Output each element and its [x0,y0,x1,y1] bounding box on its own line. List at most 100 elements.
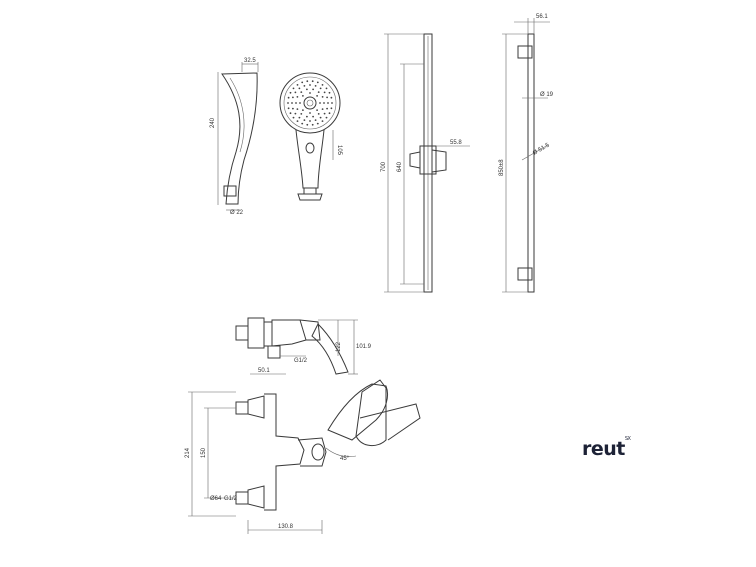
nozzle-dot [323,102,325,104]
nozzle-dot [298,116,301,119]
brand-mark: SX [624,435,631,442]
nozzle-dot [317,113,320,115]
nozzle-dot [289,112,292,115]
nozzle-dot [292,107,294,110]
nozzle-dot [306,115,308,118]
nozzle-dot [330,107,333,110]
rail-length-dim: 700 [381,161,387,172]
nozzle-dot [300,91,303,93]
nozzle-dot [314,119,317,121]
nozzle-dot [292,116,295,119]
nozzle-dot [287,96,290,99]
nozzle-dot [292,87,295,90]
nozzle-dot [292,96,294,99]
nozzle-dot [330,96,333,99]
nozzle-dot [314,85,317,87]
nozzle-dot [300,113,303,115]
nozzle-dot [295,102,297,104]
nozzle-dot [309,92,311,94]
nozzle-dot [296,108,299,110]
rail-diameter-dim: Ø 19 [540,92,554,98]
front-thread-dim: G1/2 [224,496,238,502]
front-height-dim: 214 [185,447,191,458]
nozzle-dot [312,115,314,118]
nozzle-dot [311,123,314,126]
nozzle-dot [294,112,297,115]
nozzle-dot [296,96,299,98]
nozzle-dot [319,87,322,90]
nozzle-dot [312,88,314,91]
rail-total-dim: 850±8 [499,159,505,176]
nozzle-dot [296,84,299,86]
slider-travel-dim: 640 [397,161,403,172]
nozzle-dot [321,108,324,110]
nozzle-dot [316,81,319,84]
nozzle-dot [328,91,331,94]
nozzle-dot [291,102,293,104]
nozzle-dot [326,107,328,110]
mixer-offset-dim: 50.1 [258,368,270,374]
mixer-side-view [235,317,358,375]
nozzle-dot [303,119,306,121]
nozzle-dot [309,84,311,86]
nozzle-dot [306,88,308,91]
front-diameter-dim: Ø64 [210,496,222,502]
slider-width-dim: 55.8 [450,140,462,146]
nozzle-dot [331,102,333,104]
nozzle-dot [327,102,329,104]
shower-nozzle-pattern [287,80,333,126]
nozzle-dot [319,116,322,119]
nozzle-dot [317,91,320,93]
brand-logo: reutSX [582,435,631,460]
nozzle-dot [301,81,304,84]
nozzle-dot [302,95,304,97]
nozzle-dot [325,87,328,90]
nozzle-dot [328,112,331,115]
hand-shower-front-view [279,72,341,201]
nozzle-dot [321,96,324,98]
bracket-top-dim: 56.1 [536,14,548,20]
nozzle-dot [311,80,314,83]
nozzle-dot [287,107,290,110]
nozzle-dot [296,120,299,122]
nozzle-dot [298,87,301,90]
nozzle-dot [319,102,321,104]
lever-angle-dim: 45° [340,456,350,462]
front-spacing-dim: 150 [201,447,207,458]
bracket-diameter-dim: Ø 51.5 [532,142,551,157]
nozzle-dot [309,112,311,114]
nozzle-dot [289,91,292,94]
handle-top-dim: 32.5 [244,58,256,64]
head-width-dim: 105 [336,145,342,156]
nozzle-dot [321,84,324,86]
nozzle-dot [323,91,326,94]
nozzle-dot [321,120,324,122]
slide-rail-front [384,33,470,293]
nozzle-dot [306,80,309,83]
handle-bottom-dim: Ø 22 [230,210,244,216]
hand-shower-side-view [217,62,259,211]
nozzle-dot [326,96,328,99]
front-width-dim: 130.8 [278,524,294,530]
mixer-thread-dim: G1/2 [294,358,308,364]
nozzle-dot [299,102,301,104]
nozzle-dot [323,112,326,115]
nozzle-dot [294,91,297,94]
nozzle-dot [303,85,306,87]
mixer-height-dim: 101.9 [356,344,372,350]
brand-name: reut [582,438,625,460]
nozzle-dot [301,122,304,125]
slide-rail-side [502,18,550,293]
mixer-total-dim: 122 [336,341,342,352]
nozzle-dot [287,102,289,104]
nozzle-dot [302,109,304,111]
nozzle-dot [316,122,319,125]
mixer-front-view [188,379,421,534]
nozzle-dot [316,109,318,111]
nozzle-dot [306,123,309,126]
handle-length-dim: 240 [210,117,216,128]
nozzle-dot [309,120,311,122]
nozzle-dot [325,116,328,119]
